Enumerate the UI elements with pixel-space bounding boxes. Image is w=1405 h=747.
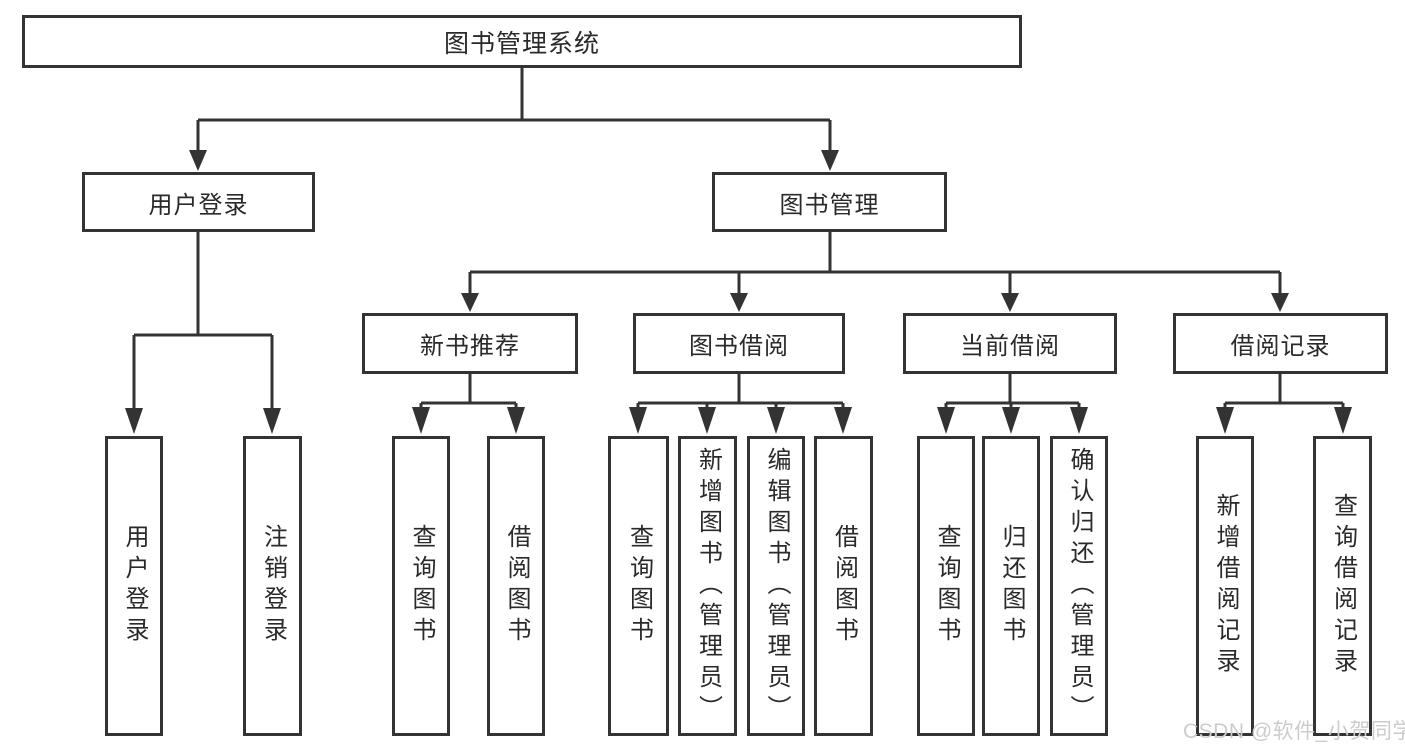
node-root: 图书管理系统 xyxy=(22,15,1022,68)
leaf-add-books-admin: 新增图书（管理员） xyxy=(678,436,737,736)
connector-book-borrowing-to-leaves xyxy=(629,374,852,434)
node-current-borrowing: 当前借阅 xyxy=(903,313,1117,374)
node-new-book-recommend: 新书推荐 xyxy=(362,313,578,374)
leaf-query-books-borrowing: 查询图书 xyxy=(608,436,669,736)
node-borrowing-records: 借阅记录 xyxy=(1173,313,1388,374)
node-book-borrowing: 图书借阅 xyxy=(633,313,845,374)
connector-borrowing-records-to-leaves xyxy=(1216,374,1352,434)
watermark: CSDN @软件_小贺同学 xyxy=(1183,720,1405,743)
node-user-login: 用户登录 xyxy=(82,172,315,232)
node-book-management: 图书管理 xyxy=(712,172,947,232)
connector-user-login-to-leaves xyxy=(125,232,281,434)
leaf-borrow-books-recommend: 借阅图书 xyxy=(487,436,545,736)
leaf-edit-books-admin: 编辑图书（管理员） xyxy=(747,436,805,736)
connector-current-borrowing-to-leaves xyxy=(937,374,1088,434)
leaf-logout: 注销登录 xyxy=(243,436,302,736)
connector-new-book-recommend-to-leaves xyxy=(412,374,525,434)
leaf-query-books-current: 查询图书 xyxy=(917,436,975,736)
leaf-borrow-books-borrowing: 借阅图书 xyxy=(814,436,873,736)
leaf-query-borrow-record: 查询借阅记录 xyxy=(1313,436,1372,736)
leaf-add-borrow-record: 新增借阅记录 xyxy=(1196,436,1254,736)
leaf-confirm-return-admin: 确认归还（管理员） xyxy=(1050,436,1108,736)
leaf-return-books: 归还图书 xyxy=(982,436,1040,736)
connector-root-to-level1 xyxy=(189,68,839,171)
leaf-user-login: 用户登录 xyxy=(105,436,163,736)
leaf-query-books-recommend: 查询图书 xyxy=(392,436,450,736)
connector-book-management-to-level2 xyxy=(461,232,1289,312)
